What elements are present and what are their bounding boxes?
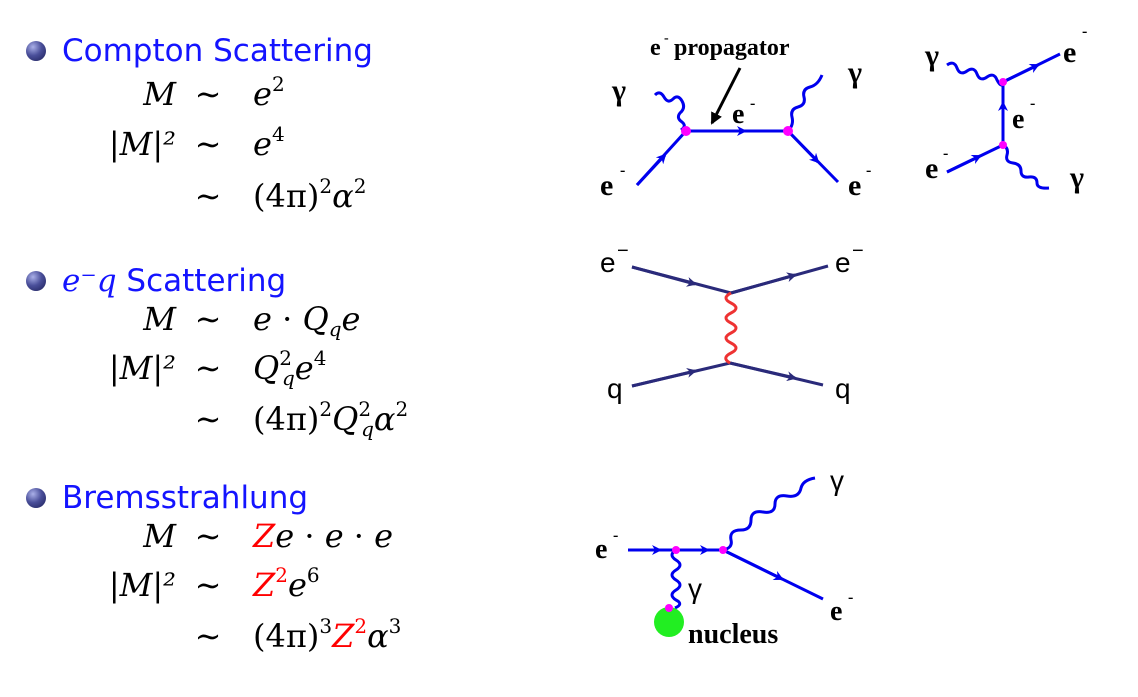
eq-sim: ∼ — [194, 300, 222, 338]
vertex — [999, 78, 1007, 86]
photon-out — [1002, 143, 1050, 190]
photon-emitted — [722, 476, 816, 552]
label-minus: - — [848, 589, 853, 606]
label-minus: - — [613, 527, 618, 544]
eq-lhs: |M|² — [108, 566, 176, 604]
photon-in — [946, 61, 1003, 87]
eq-lhs: M — [143, 517, 176, 555]
label-propagator-e: e — [650, 35, 661, 61]
eq-sim: ∼ — [194, 177, 222, 215]
label-e-in: e — [595, 534, 607, 565]
section-title: Bremsstrahlung — [62, 480, 309, 516]
label-internal-e: e — [732, 99, 744, 130]
label-e-out: e — [1063, 36, 1076, 69]
eq-rhs: e2 — [253, 72, 285, 113]
label-e-out: e — [835, 247, 851, 278]
label-gamma-out: γ — [1069, 161, 1084, 194]
label-minus: - — [750, 95, 755, 112]
label-minus: − — [852, 240, 864, 262]
vertex — [783, 126, 793, 136]
label-minus: − — [617, 240, 629, 262]
label-minus: - — [1082, 23, 1087, 40]
label-propagator-text: propagator — [674, 35, 790, 61]
label-gamma-out: γ — [847, 56, 862, 89]
label-gamma-out: γ — [830, 465, 844, 496]
label-gamma-exchange: γ — [688, 573, 702, 604]
label-e-out: e — [848, 169, 861, 202]
eq-sim: ∼ — [194, 617, 222, 655]
eq-rhs: e · Qqe — [253, 300, 361, 341]
eq-rhs: e4 — [253, 122, 285, 163]
nucleus-icon — [654, 607, 684, 637]
bullet-icon — [26, 41, 46, 61]
label-minus: - — [943, 145, 948, 162]
vertex — [719, 546, 727, 554]
diagram-compton-s: γ γ e - e - e - e - propagator — [600, 31, 871, 202]
label-minus: - — [664, 31, 669, 46]
label-internal-e: e — [1012, 104, 1024, 135]
photon-exchange — [724, 291, 738, 365]
label-minus: - — [866, 162, 871, 179]
diagram-brems: e - e - γ γ nucleus — [595, 465, 853, 650]
eq-rhs: (4π)2α2 — [253, 174, 367, 215]
label-e-out: e — [830, 596, 842, 627]
label-q-in: q — [607, 373, 623, 404]
label-nucleus: nucleus — [688, 619, 778, 650]
pointer-arrow — [710, 67, 742, 125]
eq-sim: ∼ — [194, 349, 222, 387]
photon-exchange — [670, 548, 682, 610]
bullet-icon — [26, 488, 46, 508]
eq-rhs: Z2e6 — [253, 563, 320, 604]
label-q-out: q — [835, 373, 851, 404]
label-e-in: e — [925, 152, 938, 185]
vertex — [665, 604, 673, 612]
eq-lhs: M — [143, 300, 176, 338]
section-title: e⁻q Scattering — [62, 263, 286, 299]
label-minus: - — [620, 162, 625, 179]
diagram-compton-u: γ e - e - e - γ — [924, 23, 1087, 194]
label-gamma-in: γ — [611, 74, 626, 107]
eq-lhs: |M|² — [108, 349, 176, 387]
eq-sim: ∼ — [194, 75, 222, 113]
photon-in — [653, 91, 686, 132]
label-e-in: e — [600, 247, 616, 278]
label-gamma-in: γ — [924, 39, 939, 72]
eq-lhs: M — [143, 75, 176, 113]
eq-sim: ∼ — [194, 400, 222, 438]
vertex — [681, 126, 691, 136]
eq-sim: ∼ — [194, 517, 222, 555]
eq-sim: ∼ — [194, 125, 222, 163]
eq-lhs: |M|² — [108, 125, 176, 163]
eq-rhs: Ze · e · e — [253, 517, 394, 555]
section-title-math: e⁻q — [62, 263, 117, 299]
label-e-in: e — [600, 169, 613, 202]
vertex — [672, 546, 680, 554]
eq-rhs: (4π)3Z2α3 — [253, 614, 402, 655]
eq-sim: ∼ — [194, 566, 222, 604]
section-title-rest: Scattering — [116, 263, 287, 299]
eq-rhs: Q2qe4 — [253, 346, 327, 390]
eq-rhs: (4π)2Q2qα2 — [253, 397, 409, 441]
bullet-icon — [26, 271, 46, 291]
photon-out — [786, 74, 824, 133]
diagram-eq: e − e − q q — [600, 240, 864, 404]
section-title: Compton Scattering — [62, 33, 373, 69]
vertex — [999, 141, 1007, 149]
label-minus: - — [1030, 95, 1035, 112]
